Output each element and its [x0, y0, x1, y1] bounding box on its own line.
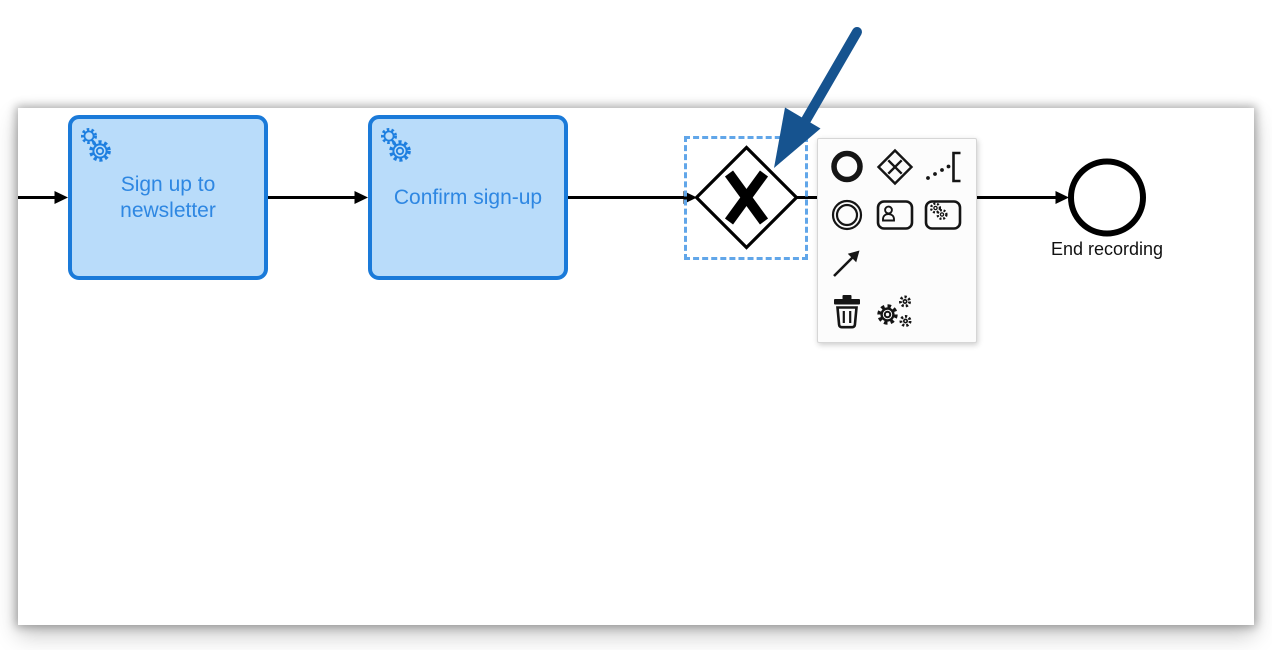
task-confirm-sign-up[interactable]: Confirm sign-up — [368, 115, 568, 280]
gateway-icon — [876, 148, 914, 186]
sequence-flow-2[interactable] — [568, 191, 697, 204]
text-annotation-icon — [926, 151, 961, 183]
connect-arrow-icon — [833, 250, 860, 277]
service-task-gear-icon — [381, 128, 411, 162]
sequence-flow-1[interactable] — [268, 191, 368, 204]
modeler-canvas[interactable]: Sign up to newsletter Confirm sign-up En… — [18, 108, 1254, 625]
task-label: Sign up to newsletter — [120, 172, 216, 222]
gears-cluster-icon — [877, 295, 912, 327]
append-gateway-button[interactable] — [871, 143, 919, 191]
diagram-layer — [18, 145, 1146, 250]
end-event-label: End recording — [1050, 239, 1164, 259]
end-event[interactable] — [1068, 158, 1146, 237]
exclusive-gateway[interactable] — [694, 145, 799, 250]
context-pad — [817, 138, 977, 343]
service-task-gear-icon — [81, 128, 111, 162]
trash-icon — [834, 295, 860, 329]
connect-tool-button[interactable] — [823, 239, 871, 287]
user-task-icon — [876, 200, 914, 230]
delete-button[interactable] — [823, 287, 871, 335]
append-text-annotation-button[interactable] — [919, 143, 967, 191]
selection-outline — [684, 136, 808, 260]
change-element-button[interactable] — [871, 287, 919, 335]
append-user-task-button[interactable] — [871, 191, 919, 239]
task-sign-up-to-newsletter[interactable]: Sign up to newsletter — [68, 115, 268, 280]
end-event-icon — [831, 150, 863, 183]
append-intermediate-event-button[interactable] — [823, 191, 871, 239]
service-task-icon — [924, 200, 962, 230]
task-label: Confirm sign-up — [393, 185, 543, 209]
append-service-task-button[interactable] — [919, 191, 967, 239]
intermediate-event-icon — [831, 199, 863, 231]
append-end-event-button[interactable] — [823, 143, 871, 191]
sequence-flow-start[interactable] — [18, 191, 68, 204]
